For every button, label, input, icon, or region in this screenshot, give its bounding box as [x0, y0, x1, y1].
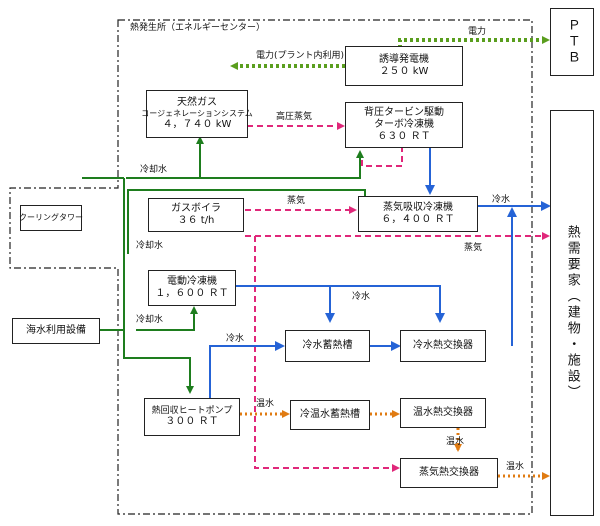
label-hw-3: 温水	[506, 462, 525, 472]
chw-electric-to-storage	[235, 285, 335, 323]
consumer-label: 熱需要家（建物・施設）	[564, 225, 580, 401]
heat-pump-box: 熱回収ヒートポンプ ３００ ＲＴ	[144, 398, 240, 436]
label-hp-steam: 高圧蒸気	[276, 112, 313, 122]
steam-to-steam-hx	[254, 236, 400, 472]
label-chw-3: 冷水	[226, 334, 245, 344]
label-cw-2: 冷却水	[136, 241, 164, 251]
steam-turbine-out	[361, 146, 403, 167]
chilled-storage-box: 冷水蓄熱槽	[285, 330, 370, 362]
cw-to-turbine	[130, 150, 364, 179]
consumer-box: 熱需要家（建物・施設）	[550, 110, 594, 516]
heat-pump-name: 熱回収ヒートポンプ	[151, 405, 233, 416]
steam-absorption-box: 蒸気吸収冷凍機 ６，４００ ＲＴ	[358, 196, 478, 232]
label-steam-1: 蒸気	[287, 196, 306, 206]
label-chw-2: 冷水	[352, 292, 371, 302]
label-steam-2: 蒸気	[464, 243, 483, 253]
gas-boiler-box: ガスボイラ ３６ t/h	[148, 198, 244, 232]
steam-hx-box: 蒸気熱交換器	[400, 458, 498, 488]
cold-hot-storage-box: 冷温水蓄熱槽	[290, 400, 370, 430]
electric-chiller-box: 電動冷凍機 １，６００ ＲＴ	[148, 270, 236, 306]
seawater-box: 海水利用設備	[12, 318, 100, 344]
cooling-tower-name: クーリングタワー	[19, 213, 83, 223]
label-chw-1: 冷水	[492, 195, 511, 205]
power-line-to-ptb	[398, 36, 550, 48]
cogen-capacity: ４，７４０ kW	[162, 118, 232, 130]
hot-hx-name: 温水熱交換器	[413, 407, 473, 418]
electric-chiller-name: 電動冷凍機	[167, 276, 217, 287]
label-power: 電力	[468, 27, 487, 37]
label-power-internal: 電力(プラント内利用)	[256, 51, 345, 61]
chilled-hx-box: 冷水熱交換器	[400, 330, 486, 362]
ptb-label: ＰＴＢ	[564, 18, 580, 66]
turbine-name: 背圧タービン駆動	[364, 107, 444, 118]
cooling-tower-box: クーリングタワー	[19, 205, 83, 231]
absorption-name: 蒸気吸収冷凍機	[383, 202, 453, 213]
label-hw-1: 温水	[256, 399, 275, 409]
heat-pump-capacity: ３００ ＲＴ	[165, 416, 219, 428]
turbine-capacity: ６３０ ＲＴ	[377, 131, 431, 142]
steam-hx-name: 蒸気熱交換器	[419, 467, 479, 478]
boiler-capacity: ３６ t/h	[177, 215, 215, 226]
cogen-type: コージェネレーションシステム	[141, 109, 253, 119]
label-hw-2: 温水	[446, 437, 465, 447]
label-cw-3: 冷却水	[136, 315, 164, 325]
backpressure-turbine-box: 背圧タービン駆動 ターボ冷凍機 ６３０ ＲＴ	[345, 102, 463, 148]
electric-chiller-capacity: １，６００ ＲＴ	[155, 288, 229, 299]
hot-hx-box: 温水熱交換器	[400, 398, 486, 428]
chw-electric-to-hx	[330, 285, 445, 323]
cw-to-electric	[136, 306, 198, 331]
cold-hot-storage-name: 冷温水蓄熱槽	[300, 409, 360, 420]
induction-gen-capacity: ２５０ kW	[379, 66, 429, 77]
boiler-name: ガスボイラ	[171, 203, 221, 214]
seawater-name: 海水利用設備	[26, 325, 86, 336]
induction-gen-name: 誘導発電機	[379, 54, 429, 65]
gas-cogen-box: 天然ガス コージェネレーションシステム ４，７４０ kW	[141, 90, 253, 138]
chw-heatpump-to-storage	[209, 341, 285, 402]
plant-title: 熱発生所（エネルギーセンター）	[130, 23, 266, 33]
cogen-name: 天然ガス	[177, 97, 217, 109]
ptb-box: ＰＴＢ	[550, 8, 594, 76]
label-cw-1: 冷却水	[140, 165, 168, 175]
chilled-hx-name: 冷水熱交換器	[413, 340, 473, 351]
induction-generator-box: 誘導発電機 ２５０ kW	[345, 46, 463, 86]
cw-to-heatpump	[123, 330, 194, 394]
absorption-capacity: ６，４００ ＲＴ	[381, 214, 455, 225]
turbine-type: ターボ冷凍機	[374, 119, 434, 130]
chilled-storage-name: 冷水蓄熱槽	[302, 340, 353, 351]
